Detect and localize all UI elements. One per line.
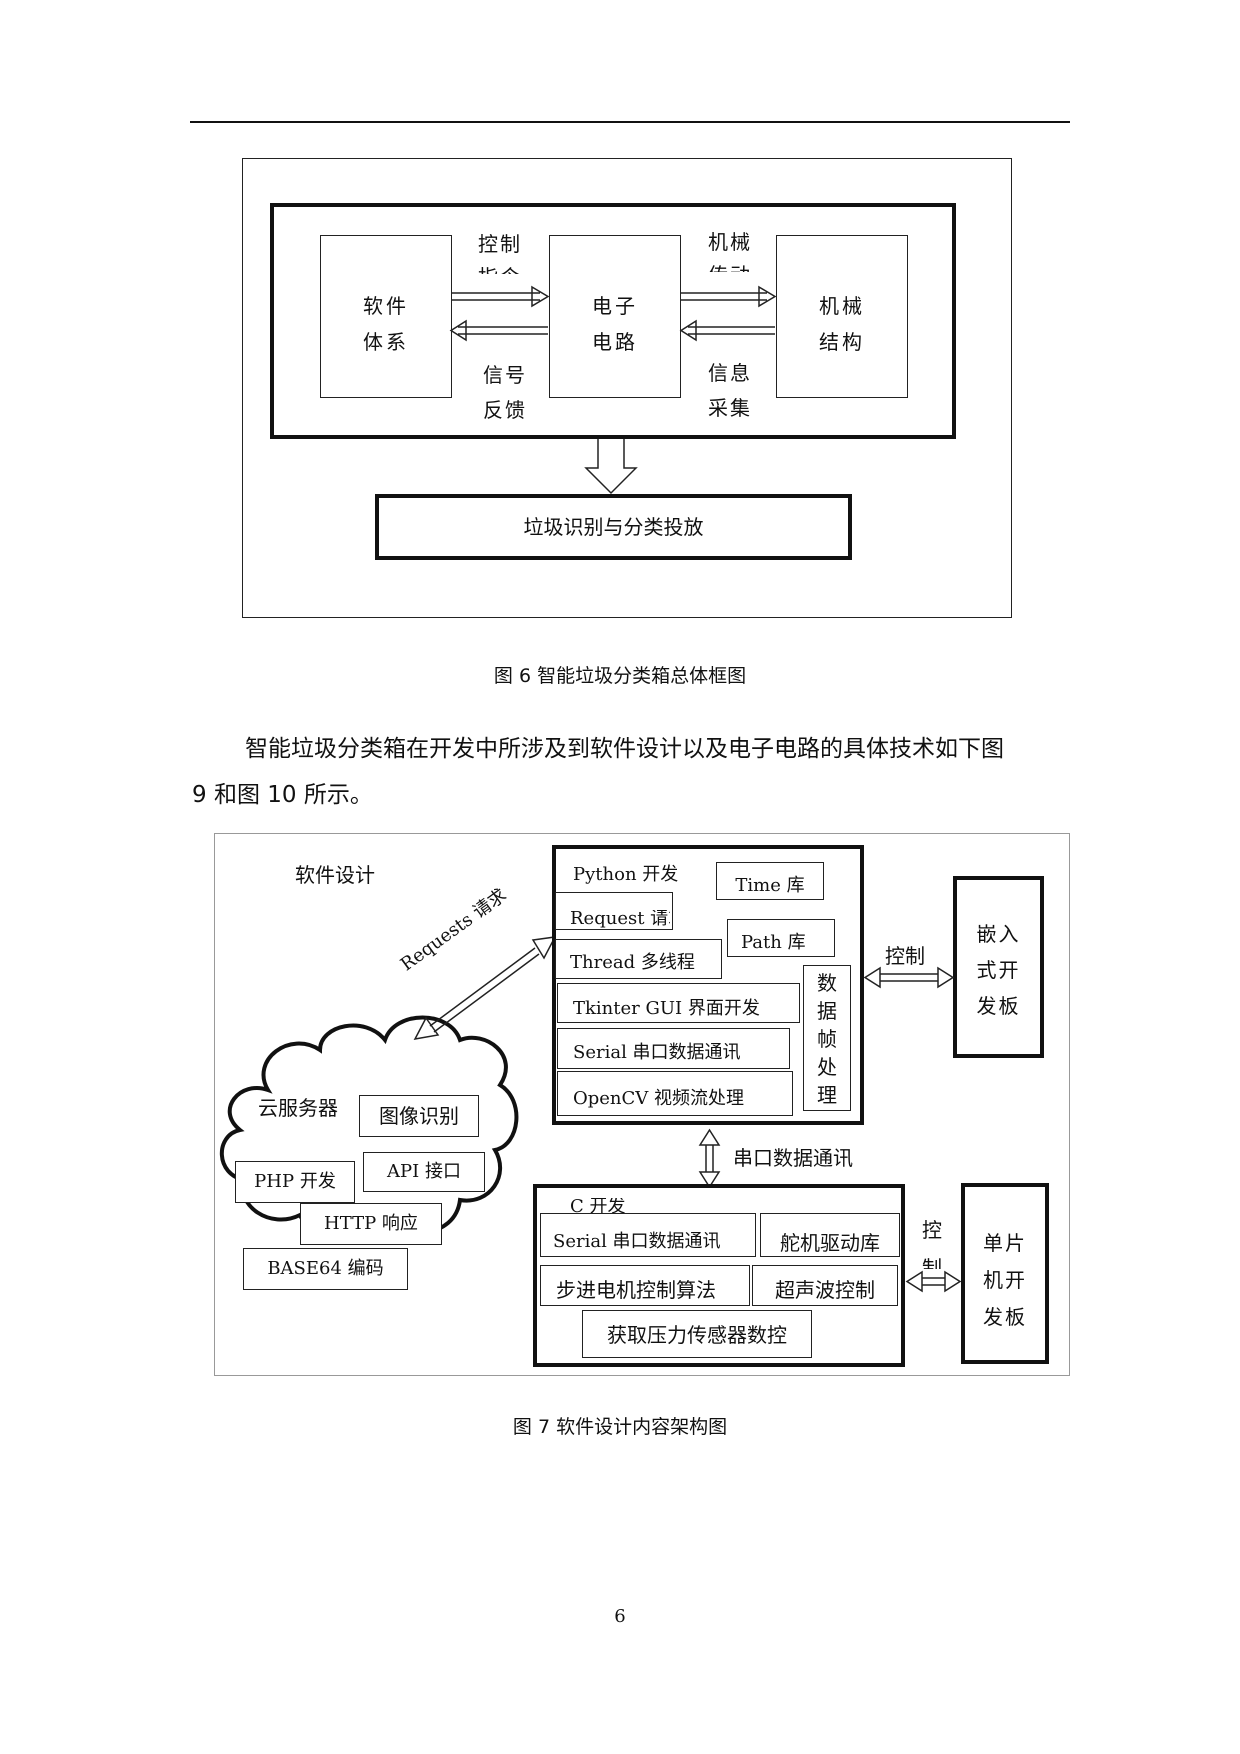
mcu-board-box (961, 1183, 1049, 1364)
c-dev-label: C 开发 (570, 1198, 626, 1216)
body-paragraph-line-2: 9 和图 10 所示。 (192, 782, 373, 808)
servo-box (760, 1213, 900, 1257)
api-label: API 接口 (387, 1161, 461, 1182)
data-frame-label: 数据帧处理 (817, 971, 837, 1107)
servo-label: 舵机驱动库 (780, 1233, 880, 1253)
php-dev-box (235, 1161, 355, 1203)
serial-python-box (557, 1028, 790, 1069)
arrow-down (584, 439, 638, 495)
page-number: 6 (614, 1606, 626, 1627)
stepper-label: 步进电机控制算法 (556, 1280, 716, 1300)
mechanical-transmission-label: 机械传动 (708, 230, 752, 272)
ultrasonic-box (752, 1265, 898, 1306)
pressure-box (582, 1310, 812, 1358)
stepper-box (540, 1265, 750, 1306)
data-frame-box (803, 965, 851, 1111)
info-collect-label: 信息采集 (708, 361, 752, 420)
opencv-box (557, 1071, 793, 1116)
request-box (555, 892, 673, 930)
tkinter-label: Tkinter GUI 界面开发 (573, 998, 760, 1019)
time-lib-label: Time 库 (735, 875, 805, 896)
arrow-transmission (681, 285, 777, 308)
thread-box (555, 939, 722, 979)
software-system-box (320, 235, 452, 398)
arrow-feedback (449, 319, 548, 342)
figure-7-caption: 图 7 软件设计内容架构图 (512, 1416, 728, 1438)
result-box (375, 494, 852, 560)
path-lib-label: Path 库 (741, 932, 806, 953)
electronics-label: 电子电路 (592, 294, 638, 354)
embedded-board-label: 嵌入式开发板 (976, 922, 1021, 1018)
result-label: 垃圾识别与分类投放 (523, 515, 704, 539)
opencv-label: OpenCV 视频流处理 (573, 1088, 745, 1109)
arrow-collect (679, 319, 775, 342)
software-design-label: 软件设计 (295, 863, 375, 887)
signal-feedback-label: 信号反馈 (483, 363, 527, 422)
pressure-label: 获取压力传感器数控 (607, 1323, 787, 1347)
serial-comm-label: 串口数据通讯 (733, 1146, 853, 1170)
image-recognition-label: 图像识别 (379, 1104, 459, 1128)
tkinter-box (557, 983, 800, 1023)
control-instruction-label: 控制指令 (478, 232, 522, 274)
mechanical-label: 机械结构 (819, 294, 865, 354)
mechanical-box (776, 235, 908, 398)
http-box (300, 1203, 442, 1245)
time-lib-box (716, 862, 824, 900)
api-box (363, 1152, 485, 1192)
php-dev-label: PHP 开发 (254, 1171, 336, 1192)
path-lib-box (727, 919, 835, 957)
body-paragraph-line-1: 智能垃圾分类箱在开发中所涉及到软件设计以及电子电路的具体技术如下图 (245, 736, 1004, 762)
base64-box (243, 1248, 408, 1290)
cloud-server-label: 云服务器 (258, 1096, 338, 1120)
embedded-board-box (953, 876, 1044, 1058)
serial-c-box (540, 1213, 756, 1257)
serial-c-label: Serial 串口数据通讯 (553, 1231, 721, 1252)
arrow-control (452, 285, 550, 308)
ultrasonic-label: 超声波控制 (775, 1278, 875, 1302)
software-system-label: 软件体系 (363, 294, 409, 354)
thread-label: Thread 多线程 (570, 952, 695, 973)
request-label: Request 请求 (570, 910, 670, 928)
mcu-board-label: 单片机开发板 (983, 1231, 1027, 1329)
python-dev-label: Python 开发 (573, 864, 679, 885)
electronics-box (549, 235, 681, 398)
control-top-label: 控制 (885, 944, 925, 968)
serial-python-label: Serial 串口数据通讯 (573, 1042, 741, 1063)
http-label: HTTP 响应 (324, 1213, 418, 1234)
base64-label: BASE64 编码 (267, 1258, 384, 1279)
image-recognition-box (359, 1095, 479, 1137)
control-bottom-label: 控制 (922, 1218, 942, 1269)
header-rule (190, 121, 1070, 123)
figure-6-caption: 图 6 智能垃圾分类箱总体框图 (493, 665, 747, 687)
